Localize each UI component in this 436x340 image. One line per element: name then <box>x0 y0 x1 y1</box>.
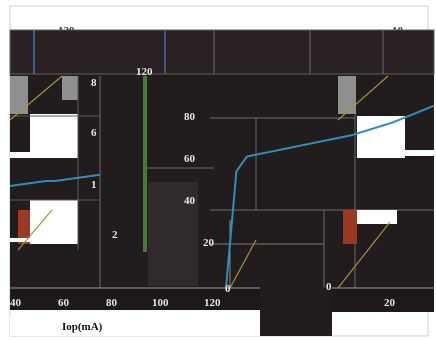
y-tick-label-6: 6 <box>91 127 97 139</box>
right-y-tick-label-20: 20 <box>203 237 215 249</box>
x-tick-label-40: 40 <box>10 297 22 309</box>
bottom-axis-strip <box>260 288 332 336</box>
gray-block <box>10 76 28 114</box>
right-y-tick-label-80: 80 <box>184 111 196 123</box>
diagonal-line <box>229 239 257 289</box>
right-x-tick-label-20: 20 <box>384 297 396 309</box>
left-series-group <box>9 173 101 187</box>
white-block <box>357 210 397 224</box>
white-block <box>357 116 405 158</box>
diagonal-line <box>17 209 53 251</box>
red-block <box>18 210 30 244</box>
white-strip <box>10 238 60 242</box>
diagonal-line <box>337 75 389 121</box>
right-x-tick-label-0b: 0 <box>326 281 332 293</box>
diagonal-line <box>9 75 63 121</box>
panel-header-strip <box>9 29 435 75</box>
x-tick-label-80: 80 <box>106 297 118 309</box>
gray-block <box>62 76 78 100</box>
diagonal-line <box>337 221 391 289</box>
x-tick-label-60: 60 <box>58 297 70 309</box>
right-y-tick-label-60: 60 <box>184 153 196 165</box>
white-strip <box>405 150 434 156</box>
white-block <box>30 114 78 158</box>
white-strip <box>10 152 30 158</box>
bottom-xlabel-strip <box>10 316 260 336</box>
right-y-tick-label-120: 120 <box>136 66 153 78</box>
dark-block <box>148 182 198 286</box>
left-series-line <box>9 173 101 187</box>
right-x-tick-label-0: 0 <box>225 283 231 295</box>
x-tick-label-100: 100 <box>152 297 169 309</box>
y-tick-label-1: 1 <box>91 179 97 191</box>
right-series-group <box>225 104 435 289</box>
right-series-line <box>225 104 435 289</box>
green-bar <box>143 76 147 252</box>
y-tick-label-2: 2 <box>112 229 118 241</box>
red-block <box>343 210 357 244</box>
white-block <box>30 200 78 244</box>
bottom-axis-strip <box>332 288 434 312</box>
x-tick-label-120: 120 <box>204 297 221 309</box>
y-tick-label-8: 8 <box>91 77 97 89</box>
x-axis-title: Iop(mA) <box>62 321 103 333</box>
bottom-axis-strip <box>10 288 260 310</box>
right-y-tick-label-40: 40 <box>184 195 196 207</box>
gray-block <box>338 76 356 114</box>
